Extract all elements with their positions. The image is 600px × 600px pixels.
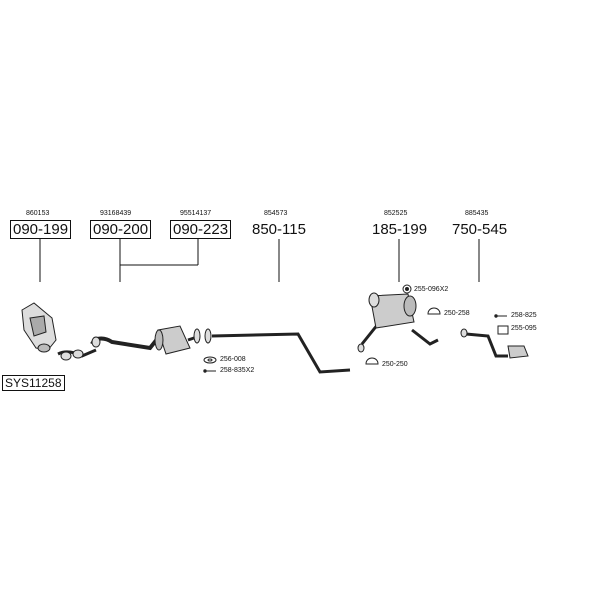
oem-number-cat-b: 95514137	[180, 210, 212, 217]
part-number-middle-pipe: 850-115	[252, 221, 306, 238]
oem-number-cat-a: 93168439	[100, 210, 132, 217]
catalyst-part	[90, 325, 201, 355]
part-number-middle-silencer: 185-199	[372, 221, 428, 238]
fitting-label-bolt-1: 258-835X2	[220, 367, 255, 374]
oem-number-middle-silencer: 852525	[384, 210, 408, 217]
part-number-front-pipe: 090-199	[10, 220, 72, 239]
rubber-2-icon	[497, 325, 509, 335]
rubber-1-icon	[402, 284, 412, 294]
part-number-rear-pipe: 750-545	[452, 221, 508, 238]
fitting-label-clamp-2: 250-250	[382, 361, 408, 368]
fitting-label-rubber-2: 255-095	[511, 325, 537, 332]
fitting-label-gasket-1: 256-008	[220, 356, 246, 363]
middle-pipe-part	[204, 328, 351, 374]
oem-number-front-pipe: 860153	[26, 210, 50, 217]
oem-number-middle-pipe: 854573	[264, 210, 288, 217]
part-number-cat-a: 090-200	[90, 220, 152, 239]
front-pipe-part	[21, 302, 97, 361]
system-code-label: SYS11258	[2, 375, 65, 391]
fitting-label-rubber-1: 255-096X2	[414, 286, 449, 293]
part-number-cat-b: 090-223	[170, 220, 232, 239]
bolt-2-icon	[494, 314, 507, 318]
gasket-1-icon	[203, 356, 217, 364]
fitting-label-bolt-2: 258-825	[511, 312, 537, 319]
rear-pipe-part	[460, 328, 529, 359]
clamp-1-icon	[427, 307, 441, 315]
oem-number-rear-pipe: 885435	[465, 210, 489, 217]
fitting-label-clamp-1: 250-258	[444, 310, 470, 317]
clamp-2-icon	[365, 357, 379, 365]
middle-silencer-part	[357, 292, 439, 353]
bolt-1-icon	[203, 369, 216, 373]
